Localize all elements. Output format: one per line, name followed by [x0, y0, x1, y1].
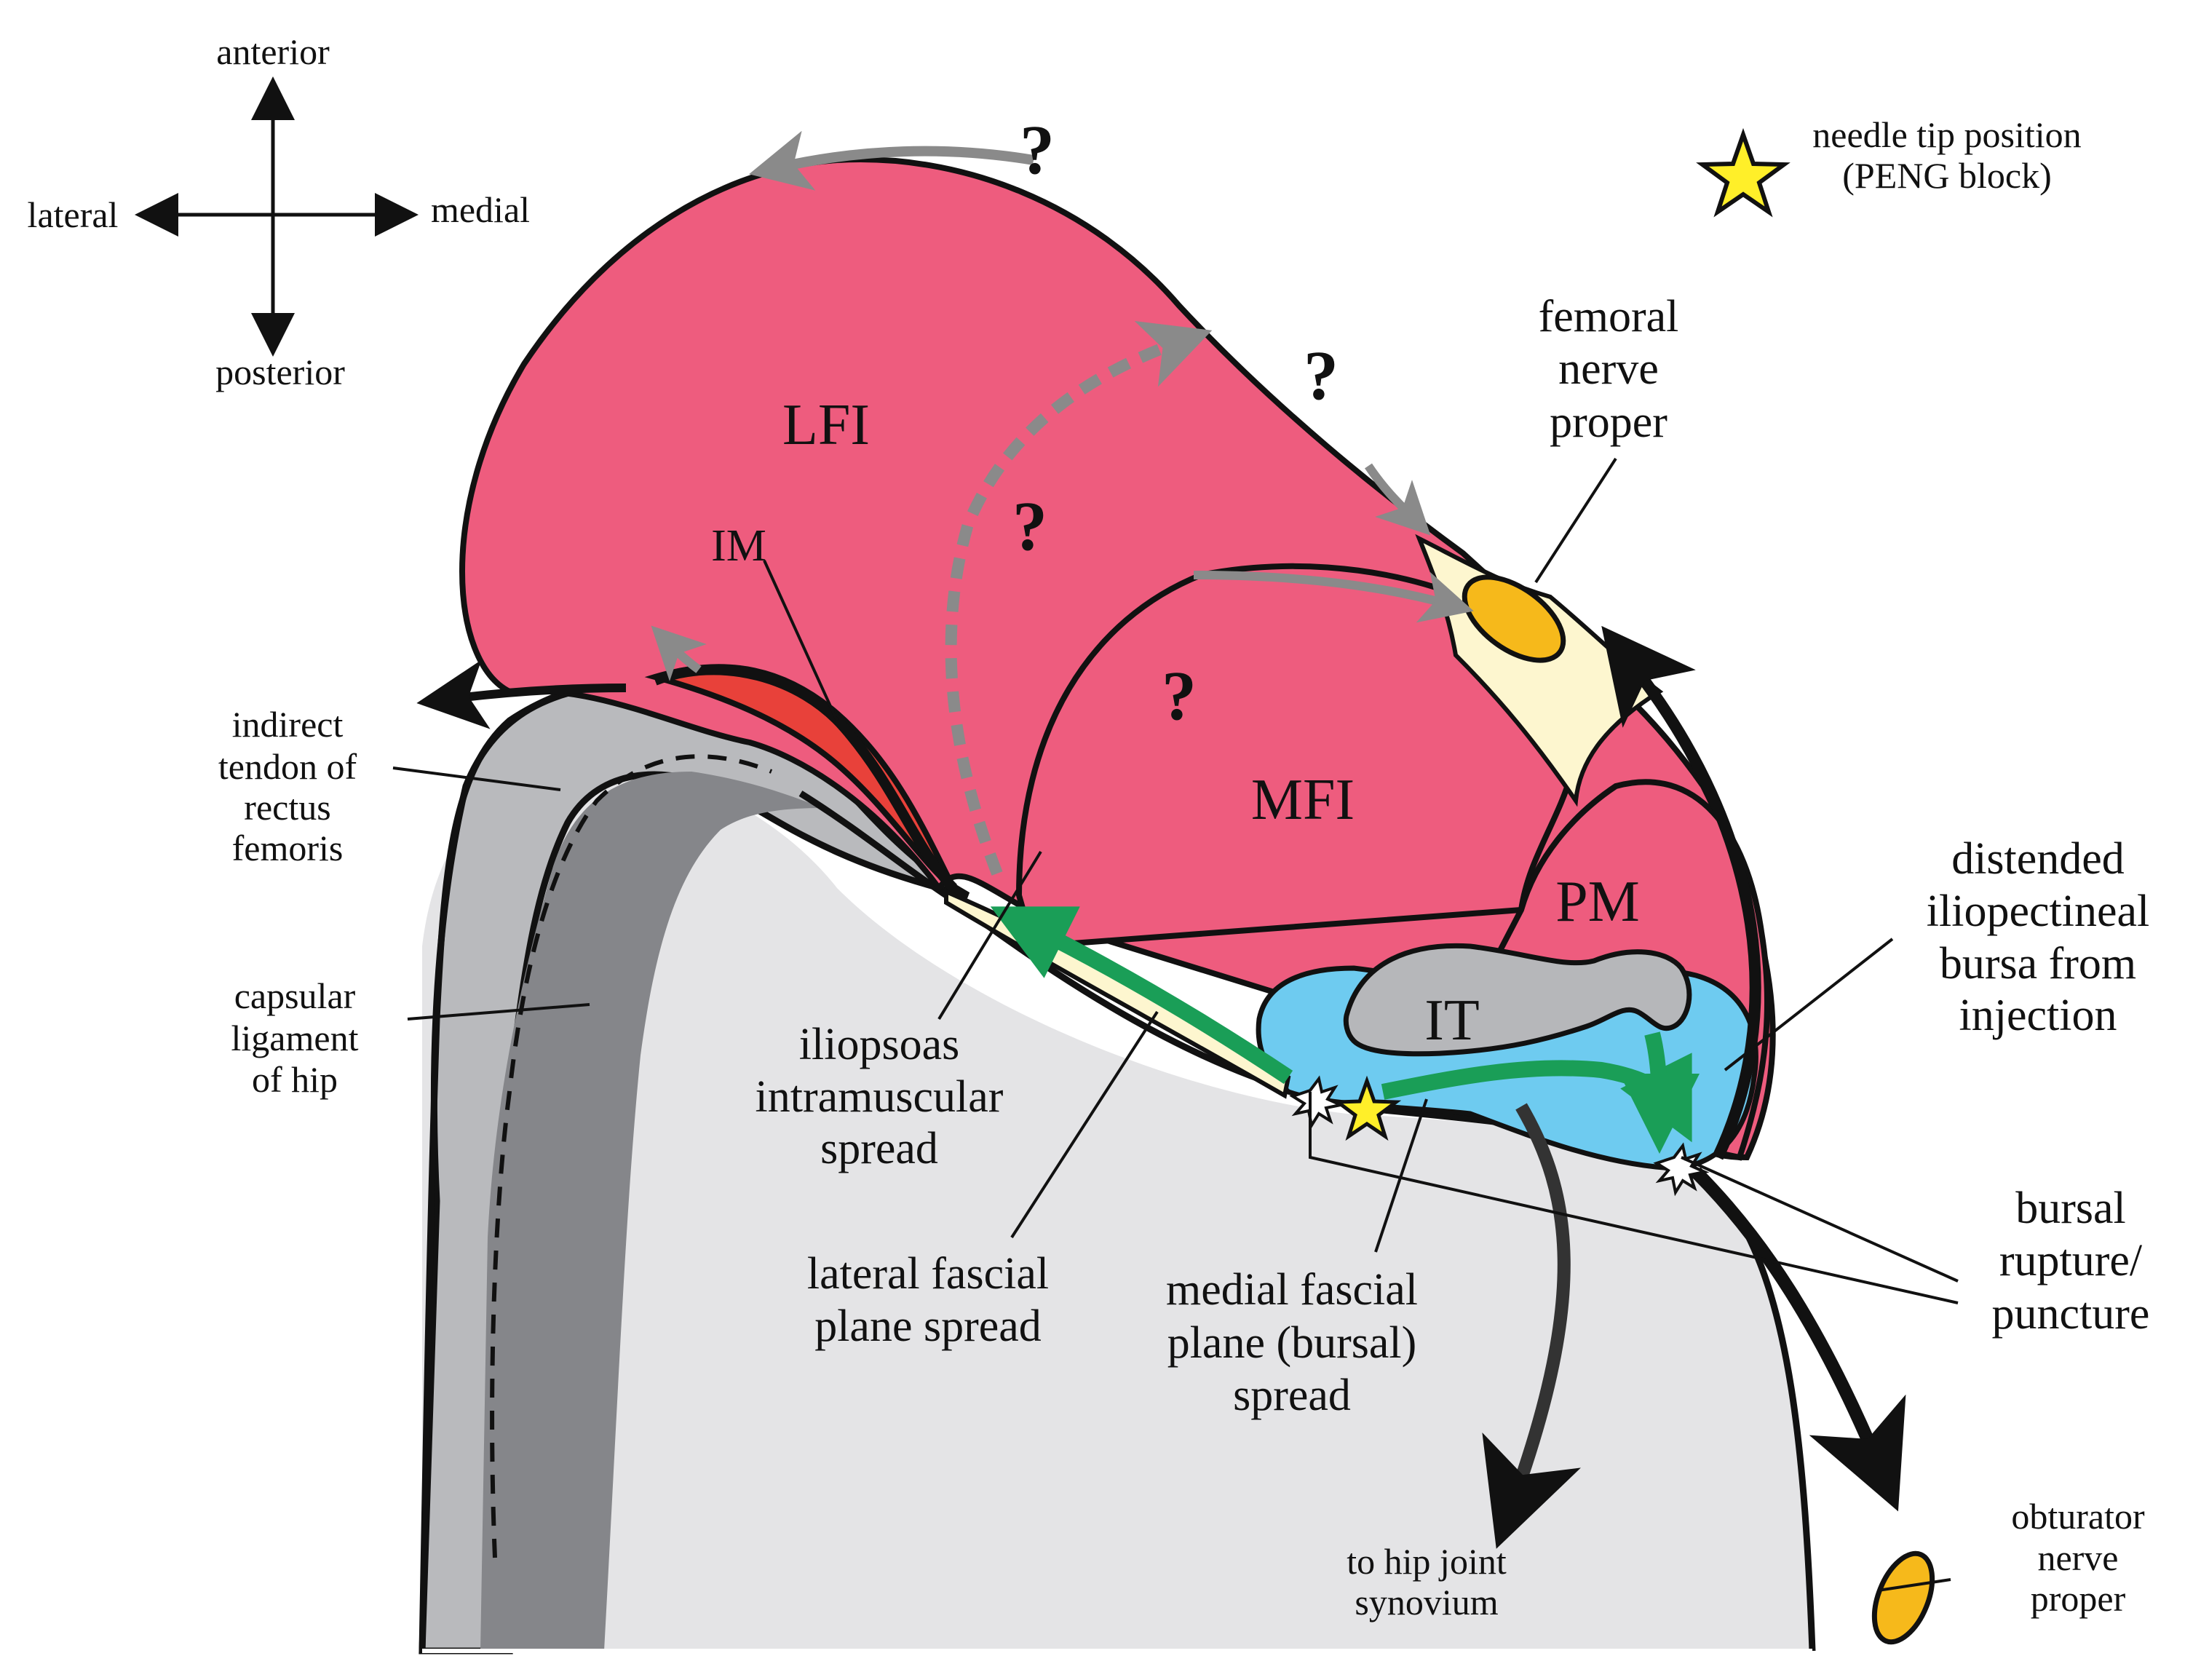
bursal-rupture-line: puncture — [1992, 1289, 2150, 1339]
distended-bursa-line: injection — [1959, 991, 2117, 1040]
direction-anterior: anterior — [216, 31, 330, 72]
femoral-nerve-line: femoral — [1539, 292, 1679, 341]
puncture-burst-left — [1289, 1075, 1346, 1130]
puncture-burst-right — [1653, 1142, 1710, 1197]
label-bursal-rupture: bursal rupture/ puncture — [1992, 1184, 2150, 1339]
orientation-compass — [135, 76, 419, 357]
label-im: IM — [711, 521, 766, 571]
obturator-nerve-icon — [1871, 1550, 1935, 1645]
legend-star-icon — [1696, 127, 1791, 218]
gray-top-arrow — [749, 130, 1035, 191]
iliopectineal-tendon — [1343, 943, 1692, 1057]
label-mfi: MFI — [1251, 768, 1355, 832]
femoral-nerve-line: nerve — [1558, 344, 1659, 394]
indirect-tendon-line: rectus — [244, 787, 330, 828]
indirect-tendon-line: tendon of — [218, 746, 357, 787]
lateral-black-arrow — [416, 659, 627, 729]
capsular-ligament-line: ligament — [231, 1018, 359, 1058]
needle-tip-star-icon — [1332, 1075, 1402, 1141]
gray-left-arrow — [651, 625, 707, 681]
indirect-tendon-line: indirect — [232, 704, 344, 745]
green-down-spread — [1619, 1031, 1700, 1154]
hip-joint-line: synovium — [1355, 1582, 1498, 1622]
capsular-ligament-line: of hip — [252, 1059, 338, 1100]
medial-black-arrow-up — [1601, 625, 1761, 1160]
femoral-nerve-line: proper — [1550, 397, 1667, 447]
gray-dashed-spread-arrow — [945, 320, 1213, 876]
label-pm: PM — [1555, 870, 1640, 934]
label-distended-bursa: distended iliopectineal bursa from injec… — [1927, 834, 2149, 1040]
medial-fascial-line: plane (bursal) — [1167, 1318, 1417, 1368]
direction-posterior: posterior — [215, 352, 345, 392]
label-medial-fascial: medial fascial plane (bursal) spread — [1166, 1265, 1418, 1420]
label-lfi: LFI — [782, 393, 870, 457]
obturator-nerve-line: nerve — [2037, 1537, 2118, 1578]
question-mark-middle: ? — [1012, 487, 1047, 565]
hip-bone — [422, 760, 1812, 1651]
bone-left-edge — [419, 677, 641, 1652]
hip-joint-arrow — [1482, 1103, 1582, 1549]
distended-bursa-line: bursa from — [1940, 939, 2136, 988]
label-it: IT — [1424, 988, 1480, 1053]
medial-fascial-line: medial fascial — [1166, 1265, 1418, 1315]
iliopsoas-spread-line: iliopsoas — [799, 1020, 959, 1069]
question-mark-right: ? — [1304, 336, 1339, 414]
bursal-rupture-line: rupture/ — [1999, 1236, 2143, 1285]
direction-medial: medial — [431, 189, 530, 230]
distended-bursa-line: distended — [1951, 834, 2125, 884]
question-mark-top: ? — [1020, 111, 1055, 189]
lateral-fascial-line: plane spread — [814, 1301, 1042, 1351]
direction-lateral: lateral — [28, 194, 119, 235]
lateral-fascial-line: lateral fascial — [807, 1249, 1049, 1299]
leader-lines — [392, 457, 1959, 1592]
bursal-rupture-line: bursal — [2015, 1184, 2126, 1233]
iliopsoas-spread-line: spread — [820, 1124, 938, 1173]
legend-needle-line2: (PENG block) — [1842, 155, 2051, 196]
green-lateral-spread — [990, 906, 1293, 1085]
hip-joint-line: to hip joint — [1347, 1541, 1507, 1582]
obturator-arrow — [1691, 1167, 1906, 1512]
label-iliopsoas-spread: iliopsoas intramuscular spread — [756, 1020, 1004, 1173]
distended-bursa-line: iliopectineal — [1927, 887, 2149, 936]
label-capsular-ligament: capsular ligament of hip — [231, 975, 359, 1100]
question-mark-mfi: ? — [1162, 657, 1197, 734]
obturator-nerve-line: proper — [2031, 1578, 2126, 1619]
label-hip-joint: to hip joint synovium — [1347, 1541, 1507, 1622]
legend-needle-line1: needle tip position — [1812, 114, 2081, 155]
medial-fascial-line: spread — [1233, 1371, 1351, 1420]
capsule-dashed-boundary — [490, 754, 773, 1558]
indirect-tendon-line: femoris — [232, 828, 344, 868]
label-obturator-nerve: obturator nerve proper — [2011, 1496, 2145, 1619]
label-lateral-fascial: lateral fascial plane spread — [807, 1249, 1049, 1351]
im-border — [653, 665, 957, 892]
label-indirect-tendon: indirect tendon of rectus femoris — [218, 704, 357, 868]
gray-right-arrow-2 — [1193, 571, 1474, 623]
obturator-nerve-line: obturator — [2011, 1496, 2145, 1537]
capsular-ligament-inner — [480, 772, 822, 1651]
label-femoral-nerve: femoral nerve proper — [1539, 292, 1679, 447]
gray-right-arrow-1 — [1365, 463, 1431, 536]
iliopsoas-spread-line: intramuscular — [756, 1072, 1004, 1122]
capsular-ligament-line: capsular — [234, 975, 356, 1016]
